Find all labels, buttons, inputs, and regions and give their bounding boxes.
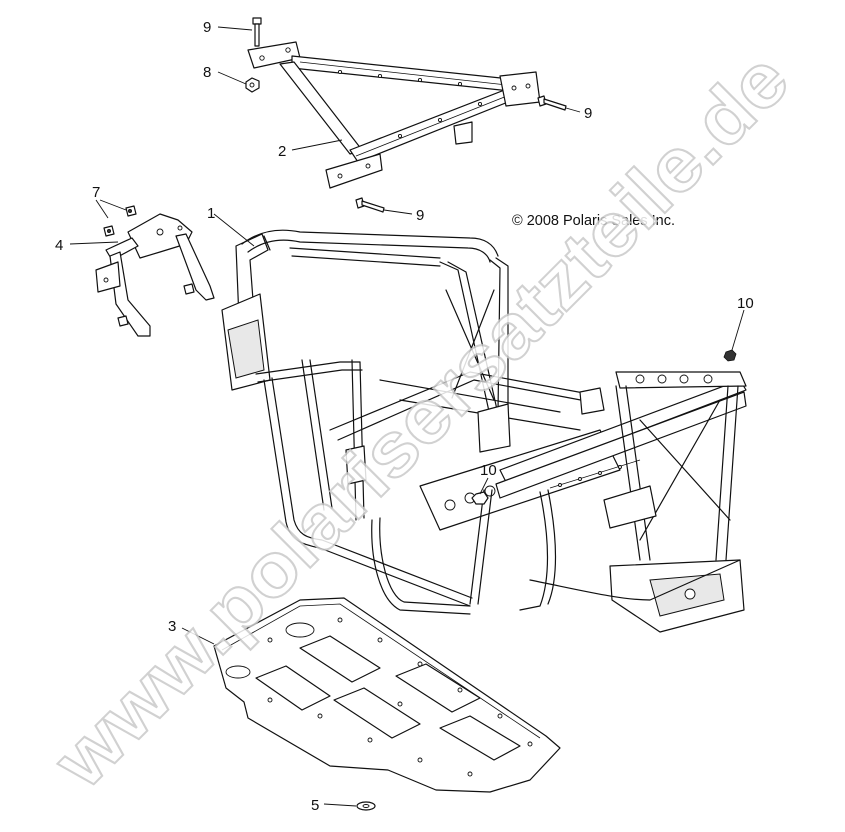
bolt-part-7d [117,315,129,327]
washer-part-5 [356,801,376,811]
callout-8: 8 [203,64,211,81]
bolt-part-7b [103,225,115,237]
callout-5: 5 [311,797,319,814]
callout-7: 7 [92,184,100,201]
callout-9-bottom: 9 [416,207,424,224]
bracket-part-4 [95,213,215,337]
callout-9-right: 9 [584,105,592,122]
leader-lines [69,26,745,807]
bolt-part-9-bottom [355,197,385,213]
bolt-part-9-top [252,17,262,47]
copyright-text: © 2008 Polaris Sales Inc. [512,213,675,229]
nut-part-10-center [471,491,489,505]
callout-4: 4 [55,237,63,254]
bolt-part-7c [183,283,195,295]
nut-part-10-right [723,349,737,362]
skid-plate-part-3 [213,597,561,793]
callout-1: 1 [207,205,215,222]
callout-2: 2 [278,143,286,160]
callout-9-top: 9 [203,19,211,36]
bolt-part-9-right [537,95,567,111]
bolt-part-7a [125,205,137,217]
callout-10-right: 10 [737,295,754,312]
brace-part-2 [247,41,541,189]
main-frame-part-1 [221,229,747,633]
callout-3: 3 [168,618,176,635]
nut-part-8 [245,77,260,93]
callout-10-center: 10 [480,462,497,479]
